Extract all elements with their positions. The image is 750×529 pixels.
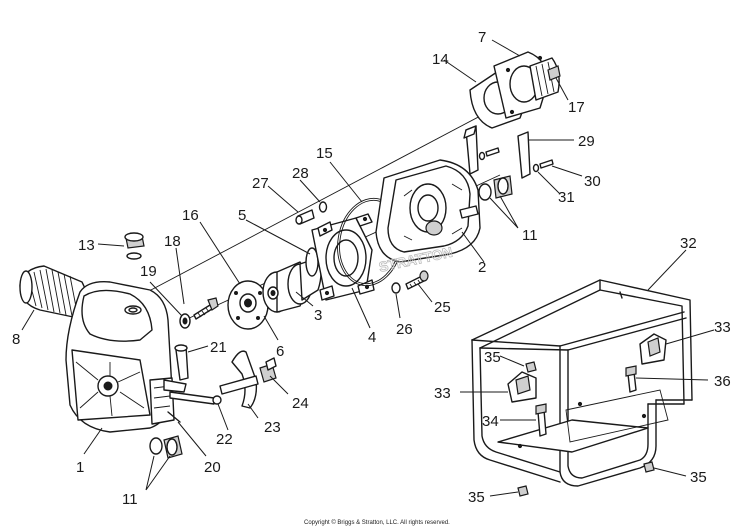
callout-15: 15 [316,145,333,162]
callout-35-upper: 35 [484,349,501,366]
callout-13: 13 [78,237,95,254]
callout-7: 7 [478,29,486,46]
callout-11-upper: 11 [522,227,538,244]
part-17-plug [547,65,561,81]
part-13-plug [124,232,145,260]
callout-19: 19 [140,263,157,280]
callout-8: 8 [12,331,20,348]
callout-16: 16 [182,207,199,224]
part-29-bracket [463,125,531,179]
callout-14: 14 [432,51,449,68]
callout-26: 26 [396,321,413,338]
part-27-bolt [295,209,315,225]
part-2-adapter-housing [375,159,481,263]
callout-23: 23 [264,419,281,436]
part-25-screw [405,270,429,290]
callout-3: 3 [314,307,322,324]
part-22-link [169,391,222,405]
leader-lines [21,39,715,497]
callout-35-bottom: 35 [468,489,485,506]
part-11-fitting-lower [149,435,183,459]
copyright-text: Copyright © Briggs & Stratton, LLC. All … [304,519,450,526]
callout-30: 30 [584,173,601,190]
callout-28: 28 [292,165,309,182]
part-6-wear-plate [227,280,269,330]
part-26-washer [391,282,401,294]
part-33-mount-left [507,371,537,403]
part-28-washer [318,201,328,213]
part-19-washer [179,313,191,329]
part-30-screw [485,147,554,169]
callout-6: 6 [276,343,284,360]
callout-11-lower: 11 [122,491,138,508]
callout-25: 25 [434,299,451,316]
callout-34: 34 [482,413,499,430]
part-31-washer [478,151,540,173]
callout-27: 27 [252,175,269,192]
callout-29: 29 [578,133,595,150]
callout-24: 24 [292,395,309,412]
part-23-lever [219,350,259,409]
part-18-bolt [193,297,219,320]
callout-17: 17 [568,99,585,116]
callout-22: 22 [216,431,233,448]
callout-31: 31 [558,189,575,206]
part-11-fitting-upper [478,175,513,201]
part-20-pin [167,411,181,423]
part-35-nut-bottom [517,485,529,497]
callout-33-left: 33 [434,385,451,402]
callout-18: 18 [164,233,181,250]
callout-20: 20 [204,459,221,476]
callout-33-right: 33 [714,319,731,336]
part-1-pump-housing [65,281,187,433]
part-35-nut-upper [525,361,537,373]
part-21-screw [174,344,189,381]
part-32-frame [471,279,693,487]
part-8-hose-adapter [19,265,87,319]
part-24-wing-nut [259,357,277,383]
part-35-nut-right [643,461,655,473]
part-4-seal-plate [311,213,375,301]
part-36-bolt [625,365,637,393]
part-34-bolt [535,403,547,437]
assembly-axis-line [131,94,521,301]
callout-32: 32 [680,235,697,252]
callout-36: 36 [714,373,731,390]
callout-4: 4 [368,329,376,346]
callout-5: 5 [238,207,246,224]
callout-2: 2 [478,259,486,276]
callout-1: 1 [76,459,84,476]
part-33-mount-right [639,333,667,365]
callout-21: 21 [210,339,227,356]
part-7-discharge-adapter [493,51,560,119]
callout-numbers: 1 2 3 4 5 6 7 8 11 11 13 14 15 16 17 18 … [12,29,731,508]
callout-35-right: 35 [690,469,707,486]
